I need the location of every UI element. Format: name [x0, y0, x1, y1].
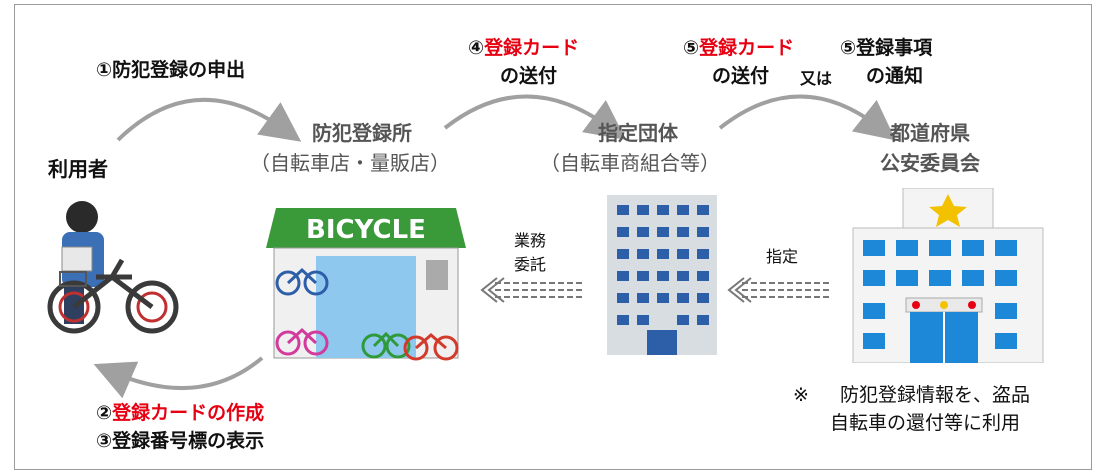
star-icon [929, 194, 967, 227]
bicycle-shop-icon: BICYCLE [266, 208, 466, 361]
consign-line2: 委託 [514, 255, 547, 274]
note-line2: 自転車の還付等に利用 [830, 412, 1021, 434]
org-sub: （自転車商組合等） [540, 151, 720, 175]
arc-org-to-police [718, 94, 896, 141]
diagram-frame [14, 4, 1092, 470]
consign-line1: 業務 [514, 231, 547, 250]
org-name: 指定団体 [598, 121, 678, 145]
police-station-icon [852, 188, 1044, 363]
step1-label: ①防犯登録の申出 [96, 59, 246, 81]
designate-label: 指定 [766, 247, 799, 266]
arc-user-to-shop [116, 97, 302, 142]
arc-shop-to-org [443, 94, 627, 140]
user-label: 利用者 [48, 157, 108, 181]
arc-shop-to-user [93, 356, 264, 399]
shop-sign-text: BICYCLE [306, 215, 426, 245]
police-line1: 都道府県 [890, 121, 970, 145]
shop-name: 防犯登録所 [312, 121, 412, 145]
step5b-line1: ⑤登録事項 [840, 37, 933, 59]
step5a-line2: の送付 [712, 65, 770, 87]
step4-line1: ④登録カード [468, 37, 580, 59]
dashed-arrow-police-to-org [727, 277, 832, 303]
step4-line2: の送付 [500, 65, 558, 87]
step5a-line1: ⑤登録カード [683, 37, 795, 59]
shop-sub: （自転車店・量販店） [250, 151, 450, 175]
step2-label: ②登録カードの作成 [96, 402, 265, 424]
person-with-bicycle-icon [47, 201, 179, 334]
note-line1: 防犯登録情報を、盗品 [840, 384, 1031, 406]
step5b-line2: の通知 [866, 65, 924, 87]
building-windows [617, 205, 709, 355]
office-building-icon [607, 195, 717, 355]
police-line2: 公安委員会 [880, 151, 980, 175]
step3-label: ③登録番号標の表示 [96, 430, 265, 452]
note-mark: ※ [793, 384, 809, 406]
or-text: 又は [800, 69, 833, 88]
dashed-arrow-org-to-shop [480, 277, 585, 303]
